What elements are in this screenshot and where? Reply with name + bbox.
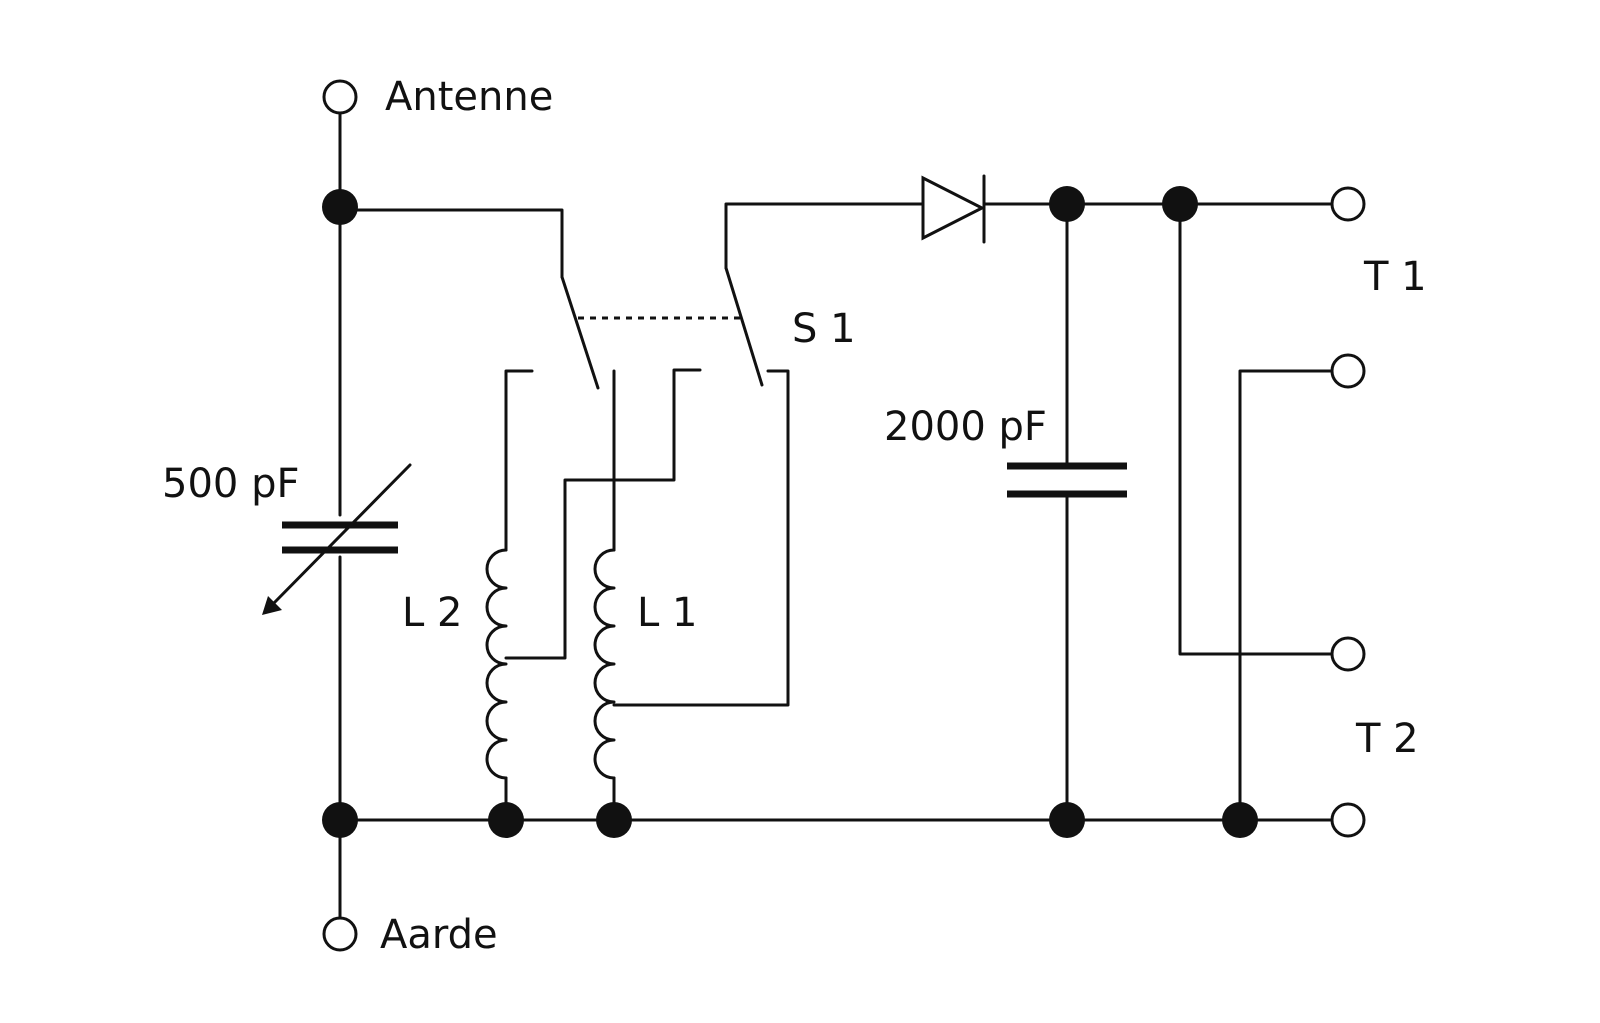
terminals xyxy=(322,79,1366,952)
terminal-earth xyxy=(322,916,358,952)
diode xyxy=(921,174,1348,244)
label-coil-l2: L 2 xyxy=(402,590,462,636)
label-variable-capacitor: 500 pF xyxy=(162,461,299,507)
junction-dots xyxy=(322,186,1258,838)
junction-cap-bottom xyxy=(1049,802,1085,838)
label-fixed-capacitor: 2000 pF xyxy=(884,404,1047,450)
coil-l1 xyxy=(593,548,616,822)
fixed-capacitor xyxy=(1007,202,1127,822)
junction-t1-top xyxy=(1162,186,1198,222)
junction-t2-bottom xyxy=(1222,802,1258,838)
label-earth: Aarde xyxy=(380,912,498,958)
terminal-t1-a xyxy=(1330,186,1366,222)
switch-contacts xyxy=(504,368,790,707)
junction-earth xyxy=(322,802,358,838)
coil-l2 xyxy=(485,548,508,822)
switch-s1 xyxy=(560,202,935,390)
label-antenna: Antenne xyxy=(385,74,553,120)
label-switch: S 1 xyxy=(792,306,856,352)
variable-capacitor xyxy=(262,463,412,615)
terminal-antenna xyxy=(322,79,358,115)
output-wiring xyxy=(1178,202,1348,822)
terminal-t2-a xyxy=(1330,636,1366,672)
junction-cap-top xyxy=(1049,186,1085,222)
label-output-t2: T 2 xyxy=(1355,716,1419,762)
junction-l2 xyxy=(488,802,524,838)
label-coil-l1: L 1 xyxy=(637,590,697,636)
label-output-t1: T 1 xyxy=(1363,254,1427,300)
junction-l1 xyxy=(596,802,632,838)
antenna-to-switch-wire xyxy=(338,208,564,279)
terminal-t1-b xyxy=(1330,353,1366,389)
terminal-t2-b xyxy=(1330,802,1366,838)
junction-antenna xyxy=(322,189,358,225)
